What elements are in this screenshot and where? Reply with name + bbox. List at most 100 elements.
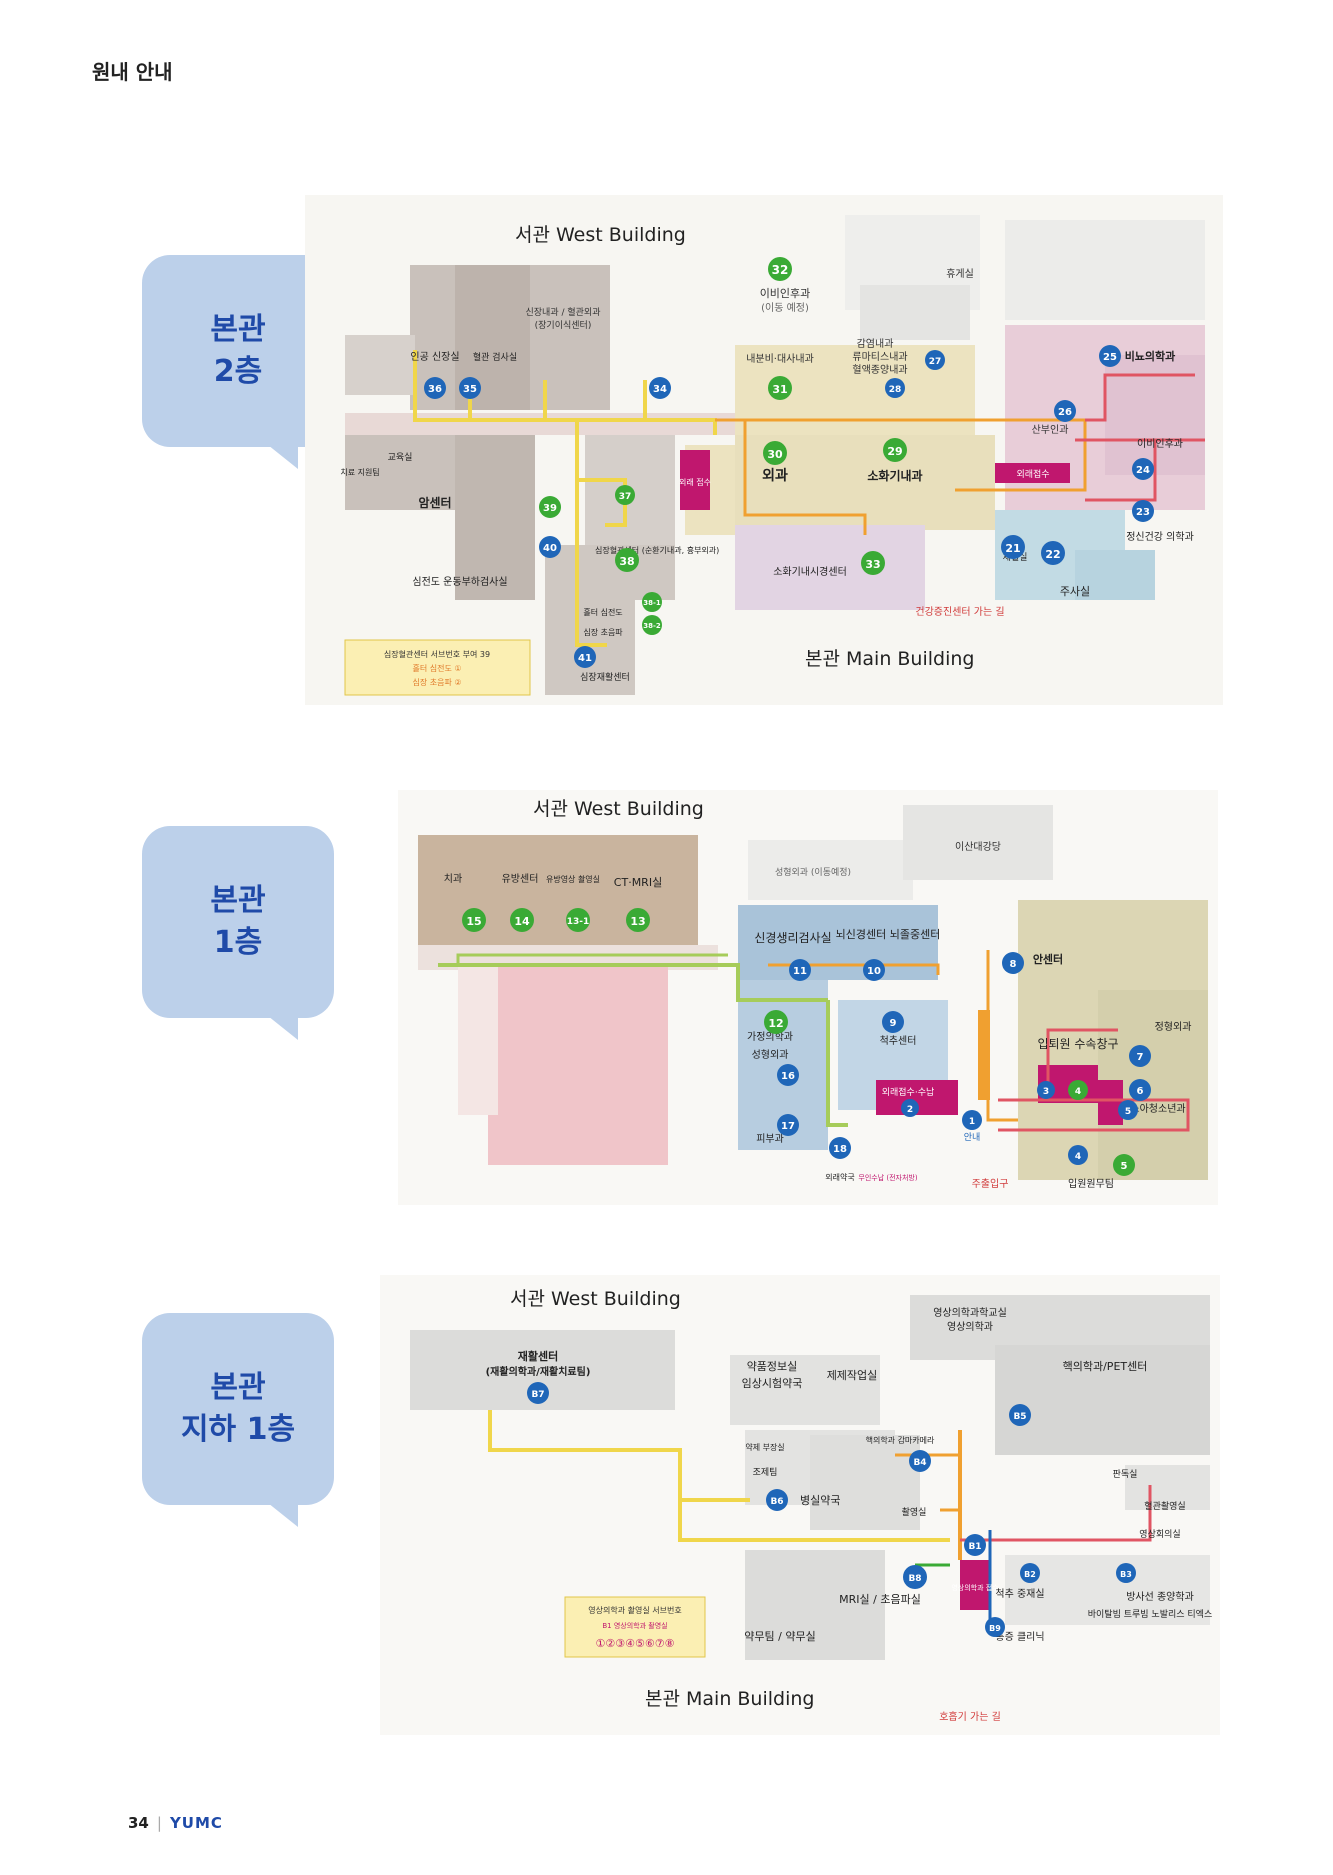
badge-32[interactable]: 32	[768, 257, 792, 281]
badge-27[interactable]: 27	[925, 350, 945, 370]
badge-14[interactable]: 14	[510, 908, 534, 932]
badge-b9[interactable]: B9	[985, 1617, 1005, 1637]
badge-3[interactable]: 3	[1037, 1081, 1055, 1099]
badge-38-2[interactable]: 38-2	[642, 615, 662, 635]
badge-29[interactable]: 29	[883, 438, 907, 462]
svg-text:16: 16	[781, 1071, 795, 1082]
badge-9[interactable]: 9	[882, 1011, 904, 1033]
badge-25[interactable]: 25	[1099, 345, 1121, 367]
badge-6[interactable]: 6	[1129, 1079, 1151, 1101]
badge-b5[interactable]: B5	[1009, 1404, 1031, 1426]
svg-text:9: 9	[890, 1018, 897, 1029]
section-title: 원내 안내	[92, 60, 173, 84]
badge-31[interactable]: 31	[768, 376, 792, 400]
badge-2[interactable]: 2	[901, 1099, 919, 1117]
svg-text:38: 38	[619, 555, 634, 568]
badge-22[interactable]: 22	[1041, 541, 1065, 565]
room-label: 이비인후과	[760, 287, 811, 300]
svg-text:26: 26	[1058, 407, 1072, 418]
badge-18[interactable]: 18	[829, 1137, 851, 1159]
badge-b4[interactable]: B4	[909, 1450, 931, 1472]
room-label: 교육실	[388, 452, 413, 463]
room-label: 이산대강당	[955, 841, 1001, 853]
room-label: 류마티스내과	[852, 351, 907, 363]
badge-11[interactable]: 11	[789, 959, 811, 981]
svg-text:15: 15	[466, 915, 481, 928]
svg-text:4: 4	[1075, 1152, 1081, 1162]
svg-text:32: 32	[772, 263, 789, 277]
room-label: 주출입구	[972, 1177, 1009, 1190]
badge-26[interactable]: 26	[1054, 400, 1076, 422]
room-label: 영상의학과	[947, 1321, 993, 1333]
room-label: 정신건강 의학과	[1126, 531, 1194, 543]
badge-33[interactable]: 33	[861, 551, 885, 575]
svg-text:25: 25	[1103, 352, 1117, 363]
badge-13[interactable]: 13	[626, 908, 650, 932]
room-label: 안센터	[1033, 952, 1063, 966]
badge-41[interactable]: 41	[574, 646, 596, 668]
badge-35[interactable]: 35	[459, 377, 481, 399]
badge-15[interactable]: 15	[462, 908, 486, 932]
badge-21[interactable]: 21	[1001, 535, 1025, 559]
badge-b6[interactable]: B6	[766, 1489, 788, 1511]
room-label: (장기이식센터)	[535, 320, 592, 331]
room-label: 비뇨의학과	[1125, 349, 1176, 363]
b1-map: 서관 West Building 본관 Main Building 재활센터 (…	[380, 1275, 1220, 1735]
badge-40[interactable]: 40	[539, 536, 561, 558]
svg-text:8: 8	[1010, 959, 1017, 970]
badge-5b[interactable]: 5	[1113, 1154, 1135, 1176]
badge-23[interactable]: 23	[1132, 500, 1154, 522]
svg-text:34: 34	[653, 384, 667, 395]
badge-36[interactable]: 36	[424, 377, 446, 399]
badge-10[interactable]: 10	[863, 959, 885, 981]
west-building-label: 서관 West Building	[533, 798, 704, 820]
room-label: 제제작업실	[827, 1369, 878, 1382]
badge-b8[interactable]: B8	[903, 1565, 927, 1589]
room-label: 영상의학과학교실	[933, 1307, 1007, 1319]
floor-tag-1f[interactable]: 본관 1층	[142, 826, 334, 1040]
floor1-map: 서관 West Building 치과 유방센터 유방영상 촬영실 CT·MRI…	[398, 790, 1218, 1205]
badge-34[interactable]: 34	[649, 377, 671, 399]
badge-38[interactable]: 38	[615, 548, 639, 572]
room-label: 치과	[444, 873, 462, 885]
badge-5[interactable]: 5	[1118, 1100, 1138, 1120]
room-label: 소화기내과	[867, 468, 922, 483]
svg-text:1: 1	[969, 1117, 975, 1127]
badge-30[interactable]: 30	[763, 441, 787, 465]
badge-12[interactable]: 12	[764, 1010, 788, 1034]
svg-text:37: 37	[619, 492, 632, 502]
badge-b1[interactable]: B1	[964, 1534, 986, 1556]
room-label: 치료 지원팀	[340, 467, 379, 477]
room-label: 입원원무팀	[1068, 1177, 1114, 1190]
room-label: 내분비·대사내과	[746, 353, 814, 365]
room-label: 휴게실	[946, 268, 974, 280]
badge-37[interactable]: 37	[615, 485, 635, 505]
radiology-legend	[564, 1596, 706, 1658]
badge-24[interactable]: 24	[1132, 458, 1154, 480]
room-label: 건강증진센터 가는 길	[915, 605, 1004, 618]
badge-b2[interactable]: B2	[1020, 1563, 1040, 1583]
badge-13-1[interactable]: 13-1	[566, 908, 590, 932]
badge-b3[interactable]: B3	[1116, 1563, 1136, 1583]
room-label: 재활센터	[518, 1349, 558, 1363]
badge-b7[interactable]: B7	[527, 1382, 549, 1404]
badge-8[interactable]: 8	[1002, 952, 1024, 974]
badge-4b[interactable]: 4	[1068, 1145, 1088, 1165]
floor-tag-b1[interactable]: 본관 지하 1층	[142, 1313, 334, 1527]
badge-28[interactable]: 28	[885, 378, 905, 398]
floor-tag-2f[interactable]: 본관 2층	[142, 255, 334, 469]
badge-4[interactable]: 4	[1068, 1080, 1088, 1100]
speech-tail	[268, 445, 298, 469]
badge-7[interactable]: 7	[1129, 1045, 1151, 1067]
badge-1[interactable]: 1	[962, 1110, 982, 1130]
badge-38-1[interactable]: 38-1	[642, 592, 662, 612]
svg-text:21: 21	[1005, 542, 1020, 555]
svg-text:30: 30	[767, 448, 783, 461]
svg-text:14: 14	[514, 915, 530, 928]
badge-17[interactable]: 17	[777, 1114, 799, 1136]
svg-text:6: 6	[1137, 1086, 1144, 1097]
badge-16[interactable]: 16	[777, 1064, 799, 1086]
room-label: 성형외과 (이동예정)	[775, 866, 851, 878]
badge-39[interactable]: 39	[539, 496, 561, 518]
room-label: 혈관촬영실	[1144, 1500, 1185, 1512]
